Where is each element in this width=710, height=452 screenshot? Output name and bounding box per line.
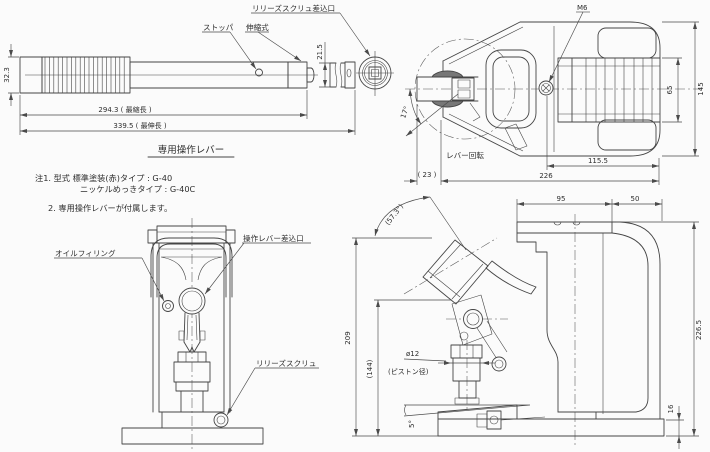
- lever-socket: [178, 287, 206, 315]
- dim-339-5: 339.5 ( 最伸長 ): [19, 90, 356, 135]
- dim-226: 226: [440, 120, 660, 185]
- label-m6: M6: [577, 4, 588, 12]
- lever-end-view: [356, 51, 394, 96]
- note-line-3: 2. 専用操作レバーが付属します。: [48, 203, 172, 213]
- svg-text:209: 209: [344, 331, 352, 344]
- dim-lever-min-length: 294.3 ( 最縮長 ): [98, 105, 151, 114]
- stopper-hole: [255, 68, 263, 77]
- saddle-grooves: [585, 58, 653, 122]
- oil-plug: [162, 300, 174, 312]
- lever-view-title: 専用操作レバー: [158, 144, 225, 156]
- dim-209: 209: [344, 237, 438, 437]
- dim-angle-5: 5°: [408, 420, 416, 428]
- label-release-port: リリーズスクリュ差込口: [252, 3, 335, 13]
- note-line-2: ニッケルめっきタイプ : G-40C: [80, 184, 196, 194]
- dim-21-5: 21.5: [316, 42, 331, 88]
- dim-16: 16: [666, 404, 684, 449]
- clevis-jaw-top: [431, 70, 464, 78]
- note-line-1: 注1. 型式 標準塗装(赤)タイプ : G-40: [35, 173, 172, 183]
- dim-115-5: 115.5: [546, 96, 660, 170]
- label-lever-rotation: レバー回転: [446, 151, 484, 160]
- top-view: 17° レバー回転 M6 145 65 115.5 226: [399, 4, 705, 185]
- dim-32-3: 32.3: [3, 44, 19, 106]
- dim-piston-diameter: ø12: [406, 350, 419, 358]
- dim-226-5: 226.5: [616, 221, 703, 437]
- front-view: オイルフィリング 操作レバー差込口 リリーズスクリュ: [54, 218, 319, 450]
- label-lever-port: 操作レバー差込口: [243, 233, 304, 243]
- dim-65: 65: [662, 57, 682, 123]
- svg-text:( 23 ): ( 23 ): [418, 171, 437, 179]
- side-view: (57.3°) 5° 95 50 226.5 16: [344, 195, 703, 449]
- svg-text:16: 16: [667, 404, 675, 413]
- release-screw-front: [213, 412, 229, 428]
- dim-lever-max-length: 339.5 ( 最伸長 ): [113, 121, 166, 130]
- lever-view: 32.3 21.5 294.3 ( 最縮長 ) 339.5 ( 最伸長 ) スト…: [3, 3, 394, 158]
- svg-text:145: 145: [697, 82, 705, 95]
- break-symbol: [334, 62, 343, 88]
- svg-text:115.5: 115.5: [588, 157, 608, 165]
- dim-piston-caption: (ピストン径): [388, 367, 429, 376]
- svg-text:226.5: 226.5: [695, 320, 703, 340]
- pivot-pin: [463, 309, 483, 329]
- dim-294-3: 294.3 ( 最縮長 ): [19, 90, 308, 119]
- label-release-screw: リリーズスクリュ: [256, 358, 316, 368]
- label-oil-filling: オイルフィリング: [55, 248, 116, 258]
- label-stopper: ストッパ: [203, 23, 234, 32]
- dim-piston: ø12 (ピストン径): [388, 350, 495, 376]
- dim-50: 50: [612, 195, 663, 221]
- clevis-jaw-bottom: [431, 100, 464, 108]
- label-telescopic: 伸縮式: [246, 22, 269, 32]
- svg-text:50: 50: [631, 195, 640, 203]
- dim-lever-end: 21.5: [316, 44, 324, 60]
- svg-text:(144): (144): [366, 359, 374, 378]
- notes: 注1. 型式 標準塗装(赤)タイプ : G-40 ニッケルめっきタイプ : G-…: [35, 173, 196, 213]
- dim-145: 145: [662, 21, 705, 157]
- lever-rotation-circle: [414, 38, 516, 140]
- svg-text:226: 226: [539, 172, 553, 180]
- dim-23: ( 23 ): [404, 104, 437, 185]
- dim-144: (144): [366, 299, 452, 436]
- svg-text:95: 95: [557, 195, 566, 203]
- carry-handle: [150, 237, 233, 298]
- dim-lever-width: 32.3: [3, 67, 11, 83]
- svg-text:65: 65: [666, 86, 674, 95]
- dim-95: 95: [516, 195, 613, 222]
- dim-angle-17: 17°: [399, 105, 411, 119]
- m6-bolt: [538, 80, 554, 96]
